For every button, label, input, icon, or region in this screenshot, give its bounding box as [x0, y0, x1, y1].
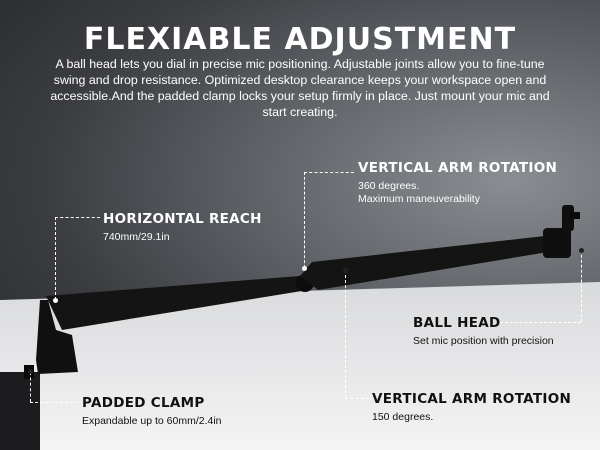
leader-dot [53, 298, 58, 303]
leader-ballhead-h [500, 322, 581, 323]
callout-vertical-arm-bottom: VERTICAL ARM ROTATION 150 degrees. [372, 391, 571, 424]
callout-detail: 150 degrees. [372, 411, 434, 423]
clamp-base [36, 300, 78, 374]
callout-detail: Expandable up to 60mm/2.4in [82, 415, 222, 427]
callout-detail: Maximum maneuverability [358, 193, 480, 205]
callout-horizontal-reach: HORIZONTAL REACH 740mm/29.1in [103, 211, 262, 244]
leader-vertical-top-h [304, 172, 354, 173]
callout-detail: 360 degrees. [358, 180, 420, 192]
leader-horizontal-h [55, 217, 100, 218]
mic-mount [562, 205, 574, 231]
callout-heading: HORIZONTAL REACH [103, 211, 262, 227]
banner-title: FLEXIABLE ADJUSTMENT [83, 22, 517, 57]
leader-vertical-bottom-h [345, 398, 369, 399]
ball-head [543, 228, 571, 258]
callout-padded-clamp: PADDED CLAMP Expandable up to 60mm/2.4in [82, 395, 222, 428]
leader-dot [28, 369, 33, 374]
leader-vertical-bottom-v [345, 270, 346, 398]
upper-arm [300, 236, 548, 290]
leader-vertical-top-v [304, 172, 305, 268]
callout-heading: PADDED CLAMP [82, 395, 205, 411]
leader-dot [579, 248, 584, 253]
callout-heading: VERTICAL ARM ROTATION [358, 160, 558, 176]
leader-horizontal-v [55, 217, 56, 300]
callout-heading: VERTICAL ARM ROTATION [372, 391, 572, 407]
leader-clamp-v [30, 372, 31, 402]
callout-detail: 740mm/29.1in [103, 231, 170, 243]
lower-arm [46, 276, 308, 330]
leader-clamp-h [30, 402, 78, 403]
callout-ball-head: BALL HEAD Set mic position with precisio… [413, 315, 554, 348]
callout-heading: BALL HEAD [413, 315, 501, 331]
leader-dot [302, 266, 307, 271]
callout-vertical-arm-top: VERTICAL ARM ROTATION 360 degrees. Maxim… [358, 160, 557, 206]
leader-ballhead-v [581, 250, 582, 322]
leader-dot [343, 268, 348, 273]
desk-surface [0, 282, 600, 450]
intro-paragraph: A ball head lets you dial in precise mic… [50, 57, 550, 119]
desk-front-edge [0, 372, 40, 450]
callout-detail: Set mic position with precision [413, 335, 554, 347]
mic-knob [570, 212, 580, 219]
